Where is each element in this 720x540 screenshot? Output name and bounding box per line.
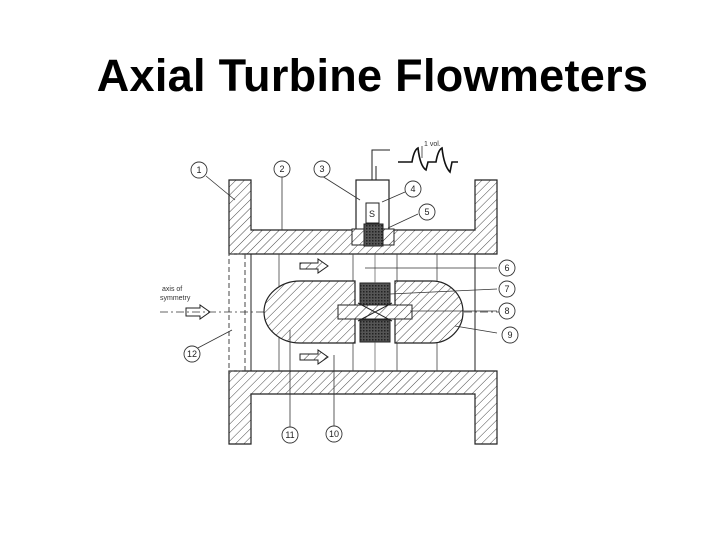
housing-bottom-wall xyxy=(228,370,498,445)
housing-top-wall xyxy=(228,179,498,255)
leader-lines xyxy=(193,175,498,432)
callout-12: 12 xyxy=(183,345,201,363)
svg-text:5: 5 xyxy=(424,207,429,217)
callout-6: 6 xyxy=(498,259,516,277)
svg-text:8: 8 xyxy=(504,306,509,316)
hub-assembly xyxy=(263,280,464,344)
rotor-blade-bottom xyxy=(359,319,391,343)
callout-3: 3 xyxy=(313,160,331,178)
svg-text:11: 11 xyxy=(285,430,294,440)
axis-label-line1: axis of xyxy=(162,286,182,293)
flow-arrows xyxy=(185,258,329,365)
callout-2: 2 xyxy=(273,160,291,178)
svg-text:1: 1 xyxy=(196,165,201,175)
svg-text:12: 12 xyxy=(187,349,197,359)
axis-label-line2: symmetry xyxy=(160,295,191,302)
callout-7: 7 xyxy=(498,280,516,298)
svg-text:10: 10 xyxy=(329,429,339,439)
rotor xyxy=(337,254,413,371)
upstream-hub xyxy=(263,280,356,344)
callout-11: 11 xyxy=(281,426,299,444)
callout-4: 4 xyxy=(404,180,422,198)
callouts: 1 2 3 4 5 6 7 8 xyxy=(183,160,519,444)
slide-title: Axial Turbine Flowmeters xyxy=(96,50,649,101)
flow-arrow-top xyxy=(299,258,329,274)
downstream-hub xyxy=(394,280,464,344)
callout-8: 8 xyxy=(498,302,516,320)
callout-5: 5 xyxy=(418,203,436,221)
signal-waveform: 1 vol. xyxy=(398,141,458,174)
callout-1: 1 xyxy=(190,161,208,179)
flow-arrow-bottom xyxy=(299,349,329,365)
rotor-blade-top xyxy=(359,282,391,306)
flange-outline xyxy=(228,253,246,372)
callout-9: 9 xyxy=(501,326,519,344)
svg-text:2: 2 xyxy=(279,164,284,174)
svg-text:6: 6 xyxy=(504,263,509,273)
svg-text:9: 9 xyxy=(507,330,512,340)
signal-label: 1 vol. xyxy=(424,141,441,148)
callout-10: 10 xyxy=(325,425,343,443)
magnet-label: S xyxy=(369,209,375,219)
housing xyxy=(228,179,498,445)
svg-text:3: 3 xyxy=(319,164,324,174)
svg-text:7: 7 xyxy=(504,284,509,294)
pickup-sensor: S xyxy=(351,149,395,247)
svg-text:4: 4 xyxy=(410,184,415,194)
